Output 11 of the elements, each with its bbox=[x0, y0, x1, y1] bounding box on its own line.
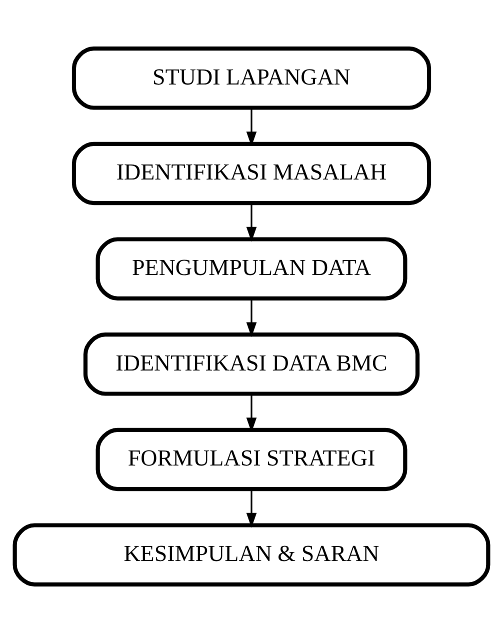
node-box: PENGUMPULAN DATA bbox=[96, 237, 408, 300]
arrow bbox=[246, 298, 257, 338]
arrow bbox=[246, 108, 257, 146]
node-box: FORMULASI STRATEGI bbox=[96, 428, 408, 492]
node-box: IDENTIFIKASI DATA BMC bbox=[83, 332, 420, 396]
node-box: STUDI LAPANGAN bbox=[72, 46, 432, 110]
arrow bbox=[246, 203, 257, 242]
node-box: IDENTIFIKASI MASALAH bbox=[72, 142, 432, 206]
arrow bbox=[246, 394, 257, 432]
node-box: KESIMPULAN & SARAN bbox=[12, 523, 490, 586]
arrow bbox=[246, 489, 257, 528]
